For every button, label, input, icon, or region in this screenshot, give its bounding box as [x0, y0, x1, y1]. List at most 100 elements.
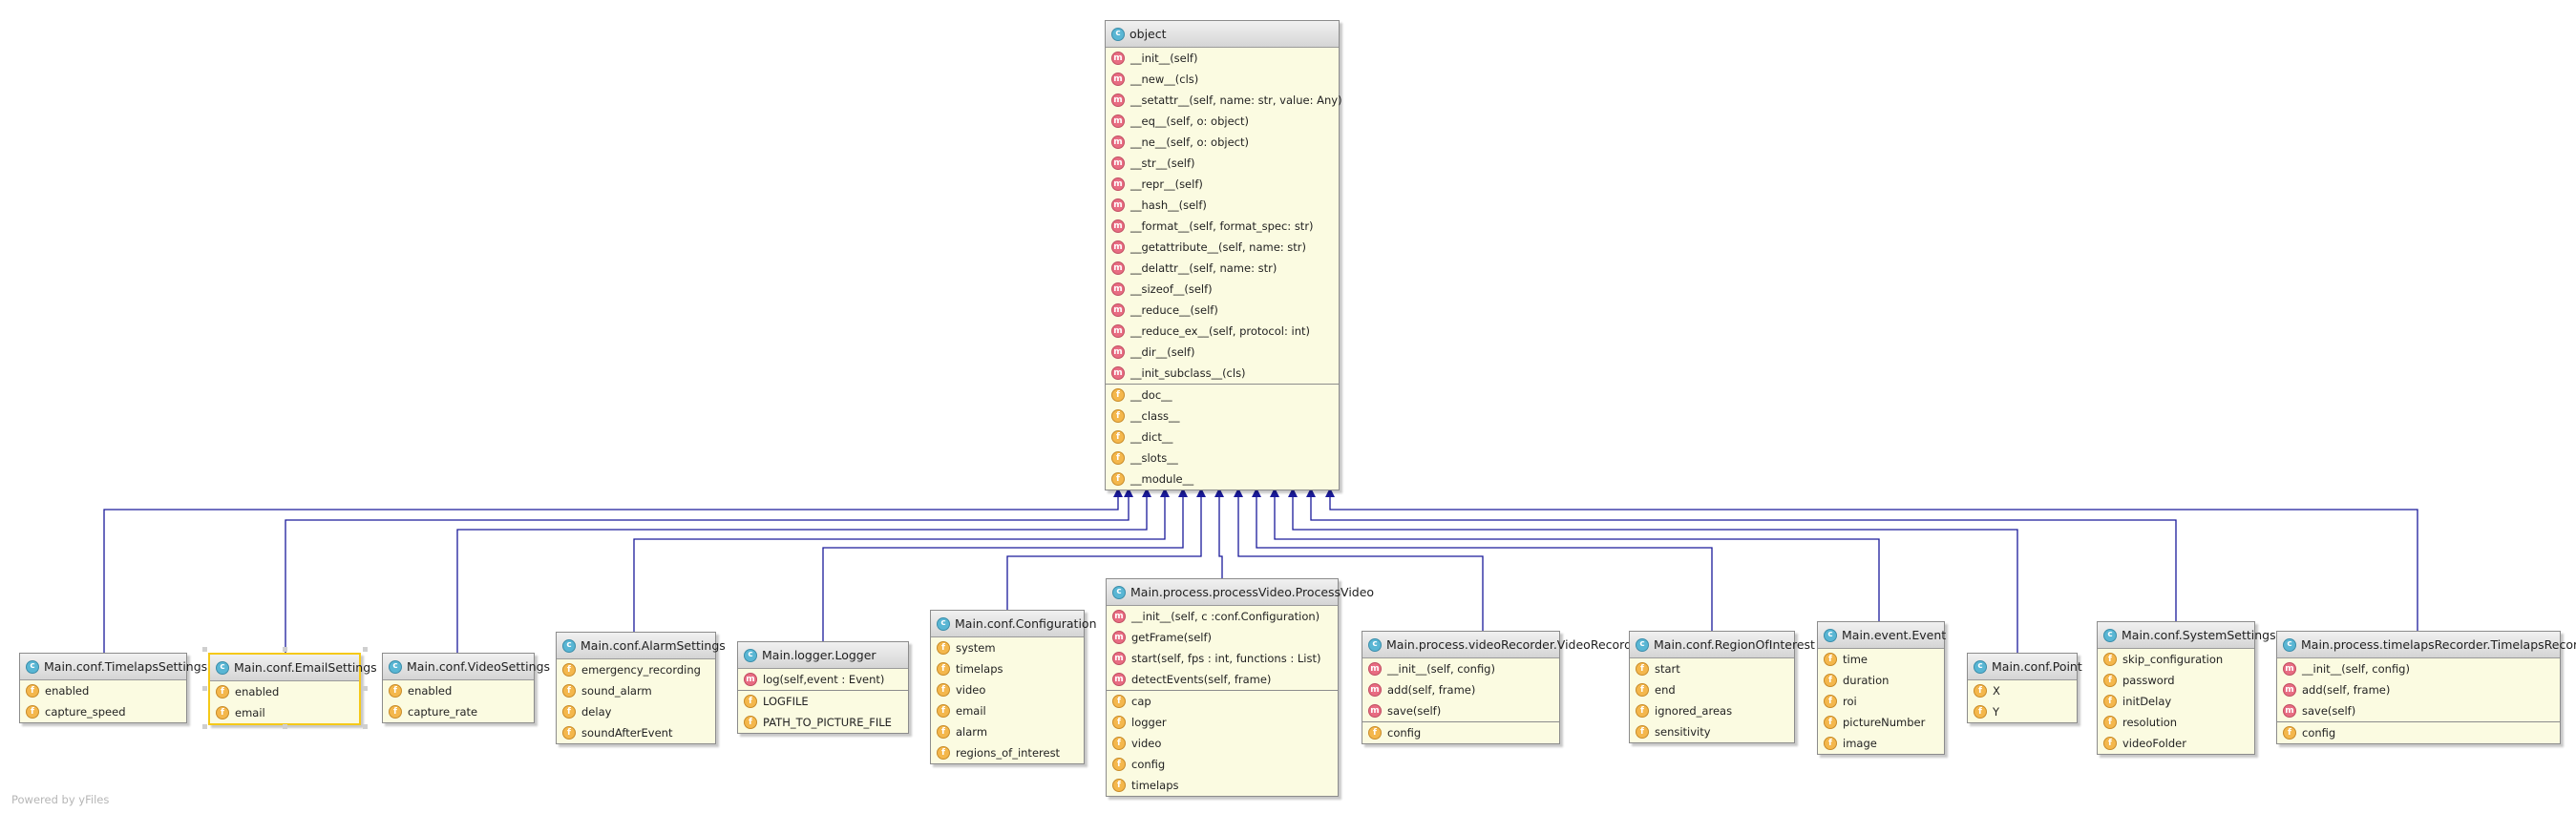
field-row[interactable]: f__slots__ — [1106, 448, 1339, 469]
method-row[interactable]: m__ne__(self, o: object) — [1106, 132, 1339, 153]
selection-handle[interactable] — [363, 724, 368, 729]
inheritance-edge[interactable] — [822, 497, 1184, 641]
method-row[interactable]: m__dir__(self) — [1106, 342, 1339, 363]
field-row[interactable]: f__dict__ — [1106, 427, 1339, 448]
field-row[interactable]: f__class__ — [1106, 406, 1339, 427]
method-row[interactable]: m__sizeof__(self) — [1106, 279, 1339, 300]
inheritance-edge[interactable] — [103, 497, 1119, 653]
selection-handle[interactable] — [202, 724, 207, 729]
method-row[interactable]: m__init__(self, config) — [1362, 658, 1559, 679]
field-row[interactable]: f__module__ — [1106, 469, 1339, 490]
method-row[interactable]: m__hash__(self) — [1106, 195, 1339, 216]
inheritance-edge[interactable] — [1256, 497, 1713, 631]
inheritance-edge[interactable] — [1274, 497, 1880, 621]
inheritance-edge[interactable] — [1006, 497, 1202, 610]
method-row[interactable]: m__str__(self) — [1106, 153, 1339, 174]
inheritance-edge[interactable] — [633, 497, 1166, 632]
method-row[interactable]: m__init__(self, c :conf.Configuration) — [1107, 606, 1338, 627]
method-row[interactable]: m__delattr__(self, name: str) — [1106, 258, 1339, 279]
inheritance-edge[interactable] — [1329, 497, 2418, 631]
method-row[interactable]: m__getattribute__(self, name: str) — [1106, 237, 1339, 258]
method-row[interactable]: m__repr__(self) — [1106, 174, 1339, 195]
method-row[interactable]: m__setattr__(self, name: str, value: Any… — [1106, 90, 1342, 111]
method-row[interactable]: m__init_subclass__(cls) — [1106, 363, 1339, 384]
inheritance-edge[interactable] — [456, 497, 1148, 653]
selection-handle[interactable] — [363, 647, 368, 652]
method-row[interactable]: m__format__(self, format_spec: str) — [1106, 216, 1339, 237]
method-row[interactable]: m__init__(self) — [1106, 48, 1339, 69]
method-row[interactable]: m__eq__(self, o: object) — [1106, 111, 1339, 132]
selection-handle[interactable] — [363, 685, 368, 691]
selection-handle[interactable] — [202, 647, 207, 652]
method-row[interactable]: m__reduce_ex__(self, protocol: int) — [1106, 321, 1339, 342]
method-row[interactable]: m__reduce__(self) — [1106, 300, 1339, 321]
inheritance-edge[interactable] — [1237, 497, 1484, 631]
selection-handle[interactable] — [283, 724, 287, 729]
method-row[interactable]: m__init__(self, config) — [2277, 658, 2560, 679]
inheritance-edge[interactable] — [1218, 497, 1223, 578]
inheritance-edge[interactable] — [1292, 497, 2018, 653]
selection-handle[interactable] — [202, 685, 207, 691]
field-row[interactable]: f__doc__ — [1106, 385, 1339, 406]
inheritance-edge[interactable] — [1310, 497, 2177, 621]
inheritance-edge[interactable] — [285, 497, 1130, 653]
